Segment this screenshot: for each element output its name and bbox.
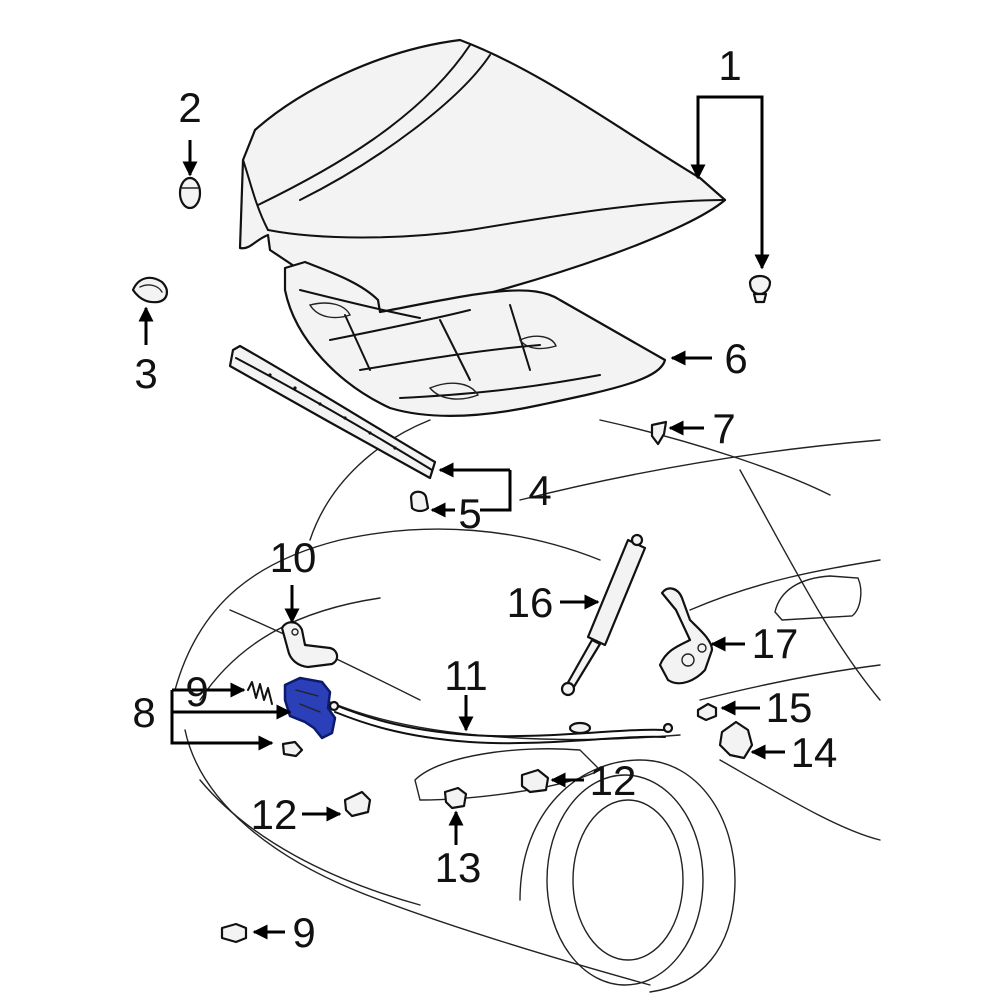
hood-insulator[interactable] xyxy=(283,260,667,418)
hood-bumper-cushion[interactable] xyxy=(178,176,202,210)
callout-9-top: 9 xyxy=(185,668,208,715)
callout-10: 10 xyxy=(270,534,317,581)
callout-17: 17 xyxy=(752,620,799,667)
callout-7: 7 xyxy=(712,405,735,452)
callout-14: 14 xyxy=(791,729,838,776)
hood-clip-part[interactable] xyxy=(131,276,168,304)
leader-lines xyxy=(138,95,785,940)
reinforcement-clip[interactable] xyxy=(409,490,430,513)
latch-bolt[interactable] xyxy=(281,740,304,758)
latch-spring[interactable] xyxy=(247,681,273,705)
hood-stop-bumper[interactable] xyxy=(748,274,772,304)
lock-clip[interactable] xyxy=(696,702,718,722)
callout-12-left: 12 xyxy=(251,791,298,838)
hood-lift-support[interactable] xyxy=(560,533,647,697)
callout-5: 5 xyxy=(458,490,481,537)
cable-clip-right[interactable] xyxy=(520,768,550,794)
callout-9-bottom: 9 xyxy=(292,909,315,956)
callout-6: 6 xyxy=(724,335,747,382)
hood-release-cable[interactable] xyxy=(328,700,674,745)
callout-13: 13 xyxy=(435,844,482,891)
cable-guide-clip[interactable] xyxy=(718,720,754,760)
callout-1: 1 xyxy=(718,42,741,89)
callout-15: 15 xyxy=(766,684,813,731)
insulator-retainer[interactable] xyxy=(650,420,668,446)
callout-labels: 1 2 3 4 5 6 7 8 9 9 10 11 12 12 13 14 15… xyxy=(132,42,837,956)
callout-3: 3 xyxy=(134,350,157,397)
hood-front-reinforcement[interactable] xyxy=(228,344,437,480)
cable-clip-center[interactable] xyxy=(443,786,468,810)
hood-hinge[interactable] xyxy=(658,587,714,685)
callout-16: 16 xyxy=(507,579,554,626)
callout-12-right: 12 xyxy=(590,757,637,804)
bottom-screw[interactable] xyxy=(220,922,248,944)
cable-clip-left[interactable] xyxy=(343,790,372,818)
callout-2: 2 xyxy=(178,84,201,131)
latch-support-bracket[interactable] xyxy=(280,621,339,669)
hood-latch-assembly[interactable] xyxy=(283,676,337,740)
callout-8: 8 xyxy=(132,689,155,736)
hood-panel[interactable] xyxy=(238,38,727,322)
callout-4: 4 xyxy=(528,467,551,514)
callout-11: 11 xyxy=(444,652,488,699)
